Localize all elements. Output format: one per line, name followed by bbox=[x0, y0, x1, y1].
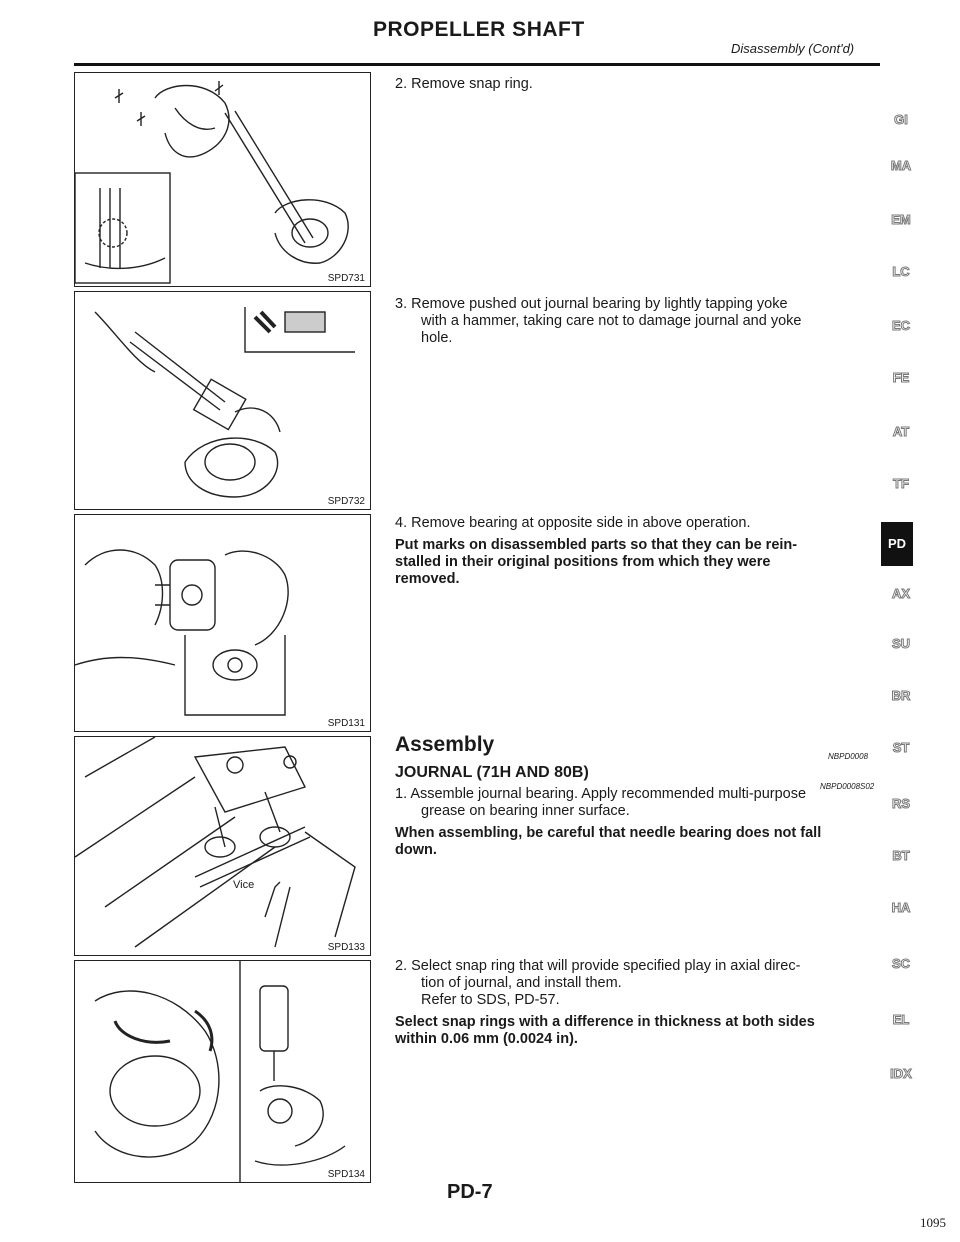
side-tab-em[interactable]: EM bbox=[891, 212, 912, 228]
figure-label: SPD133 bbox=[325, 942, 367, 953]
caution-marks-line-2: stalled in their original positions from… bbox=[395, 554, 771, 570]
side-tab-sc[interactable]: SC bbox=[891, 956, 911, 972]
illustration-opposite-bearing bbox=[75, 549, 289, 716]
side-tab-ax[interactable]: AX bbox=[891, 586, 911, 602]
caution-marks-line-3: removed. bbox=[395, 571, 460, 587]
side-tab-lc[interactable]: LC bbox=[892, 264, 910, 280]
figure-snap-ring-install: SPD134 bbox=[74, 960, 371, 1183]
caution-needle-line-1: When assembling, be careful that needle … bbox=[395, 825, 822, 841]
step-remove-bearing-line-1: 3. Remove pushed out journal bearing by … bbox=[395, 296, 788, 312]
side-tab-ha[interactable]: HA bbox=[891, 900, 911, 916]
figure-label: SPD731 bbox=[325, 273, 367, 284]
side-tab-at[interactable]: AT bbox=[892, 424, 910, 440]
figure-label: SPD131 bbox=[325, 718, 367, 729]
figure-assembly-vice: Vice SPD133 bbox=[74, 736, 371, 956]
header-rule bbox=[74, 63, 880, 66]
illustration-vice bbox=[75, 737, 356, 948]
figure-callout: Vice bbox=[233, 879, 255, 891]
caution-needle-line-2: down. bbox=[395, 842, 437, 858]
assembly-step-1-line-1: 1. Assemble journal bearing. Apply recom… bbox=[395, 786, 807, 802]
side-tab-su[interactable]: SU bbox=[891, 636, 911, 652]
assembly-step-1-line-2: grease on bearing inner surface. bbox=[421, 803, 630, 819]
side-tab-idx[interactable]: IDX bbox=[890, 1066, 913, 1082]
caution-marks-line-1: Put marks on disassembled parts so that … bbox=[395, 537, 798, 553]
side-tab-fe[interactable]: FE bbox=[892, 370, 910, 386]
assembly-step-2-line-3: Refer to SDS, PD-57. bbox=[421, 992, 560, 1008]
page-code: PD-7 bbox=[447, 1181, 493, 1203]
section-subtitle: Disassembly (Cont'd) bbox=[731, 41, 855, 56]
side-tab-br[interactable]: BR bbox=[891, 688, 911, 704]
caution-thickness-line-2: within 0.06 mm (0.0024 in). bbox=[395, 1031, 578, 1047]
side-tab-ec[interactable]: EC bbox=[891, 318, 911, 334]
page-number: 1095 bbox=[920, 1215, 946, 1230]
side-tab-pd[interactable]: PD bbox=[881, 522, 913, 566]
step-opposite-side: 4. Remove bearing at opposite side in ab… bbox=[395, 515, 751, 531]
journal-subheading: JOURNAL (71H AND 80B) bbox=[395, 764, 589, 781]
figure-label: SPD134 bbox=[325, 1169, 367, 1180]
assembly-step-2-line-2: tion of journal, and install them. bbox=[421, 975, 622, 991]
figure-tapping-yoke: SPD732 bbox=[74, 291, 371, 510]
side-tab-gi[interactable]: GI bbox=[894, 112, 909, 128]
step-remove-bearing-line-3: hole. bbox=[421, 330, 453, 346]
side-tab-rs[interactable]: RS bbox=[891, 796, 911, 812]
side-tab-bt[interactable]: BT bbox=[892, 848, 910, 864]
side-tab-el[interactable]: EL bbox=[892, 1012, 910, 1028]
assembly-step-2-line-1: 2. Select snap ring that will provide sp… bbox=[395, 958, 801, 974]
side-tab-st[interactable]: ST bbox=[892, 740, 910, 756]
side-tab-tf[interactable]: TF bbox=[893, 476, 910, 492]
assembly-heading: Assembly bbox=[395, 733, 495, 756]
side-tab-ma[interactable]: MA bbox=[890, 158, 912, 174]
figure-label: SPD732 bbox=[325, 496, 367, 507]
figure-snap-ring-removal: SPD731 bbox=[74, 72, 371, 287]
figure-opposite-side: SPD131 bbox=[74, 514, 371, 732]
illustration-hammer bbox=[94, 307, 355, 498]
step-remove-bearing-line-2: with a hammer, taking care not to damage… bbox=[421, 313, 802, 329]
journal-ref-tag: NBPD0008S02 bbox=[820, 782, 875, 791]
illustration-snap-ring-install bbox=[94, 961, 346, 1182]
step-remove-snap-ring: 2. Remove snap ring. bbox=[395, 76, 533, 92]
caution-thickness-line-1: Select snap rings with a difference in t… bbox=[395, 1014, 815, 1030]
illustration-pliers bbox=[75, 81, 349, 284]
page-title: PROPELLER SHAFT bbox=[373, 18, 585, 41]
assembly-ref-tag: NBPD0008 bbox=[828, 752, 869, 761]
